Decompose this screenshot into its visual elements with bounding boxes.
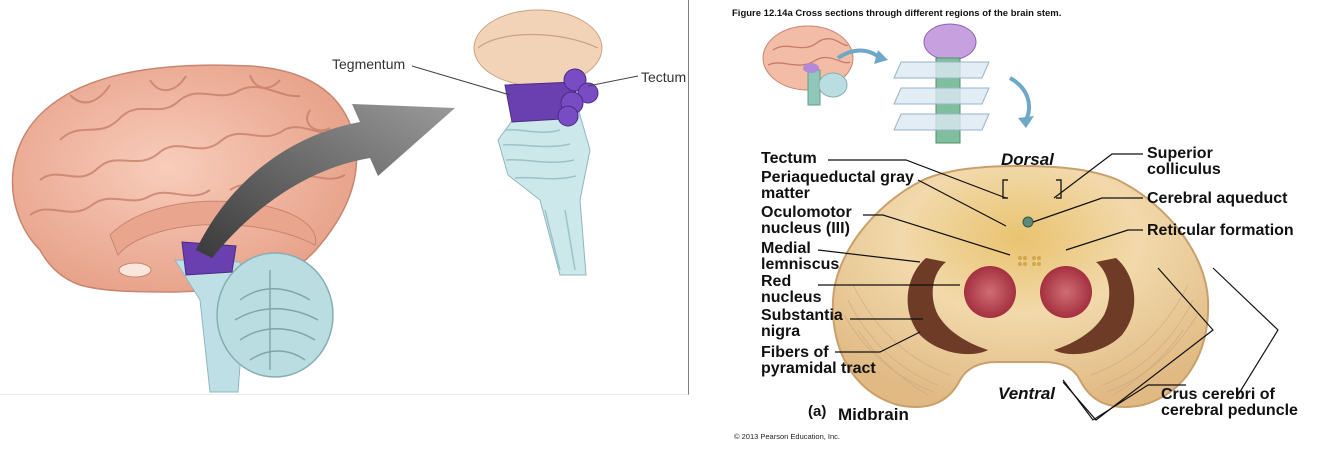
cerebellum-shape	[217, 253, 333, 377]
caption-letter: (a)	[808, 403, 826, 420]
cerebral-aqueduct	[1023, 217, 1033, 227]
tegmentum-label: Tegmentum	[332, 56, 405, 72]
ventral-label: Ventral	[998, 384, 1055, 404]
red-nucleus-right	[1040, 266, 1092, 318]
tectum-label-left: Tectum	[641, 69, 686, 85]
label-reticular-formation: Reticular formation	[1147, 223, 1294, 239]
caption-text: Midbrain	[838, 405, 909, 425]
thumbnail-brainstem	[894, 24, 1034, 143]
midbrain-section-panel: Figure 12.14a Cross sections through dif…	[688, 0, 1334, 450]
figure-title: Figure 12.14a Cross sections through dif…	[732, 8, 1061, 19]
red-nucleus-left	[964, 266, 1016, 318]
label-tectum: Tectum	[761, 151, 817, 167]
dorsal-label: Dorsal	[1001, 150, 1054, 170]
label-cerebral-aqueduct: Cerebral aqueduct	[1147, 191, 1287, 207]
copyright-text: © 2013 Pearson Education, Inc.	[734, 432, 840, 441]
isolated-brainstem	[474, 10, 602, 275]
ventricle-shape	[119, 263, 151, 277]
tectum-leader	[588, 76, 638, 86]
thumbnail-brain	[763, 26, 888, 105]
brain-sagittal-panel: Tegmentum Tectum	[0, 0, 689, 395]
